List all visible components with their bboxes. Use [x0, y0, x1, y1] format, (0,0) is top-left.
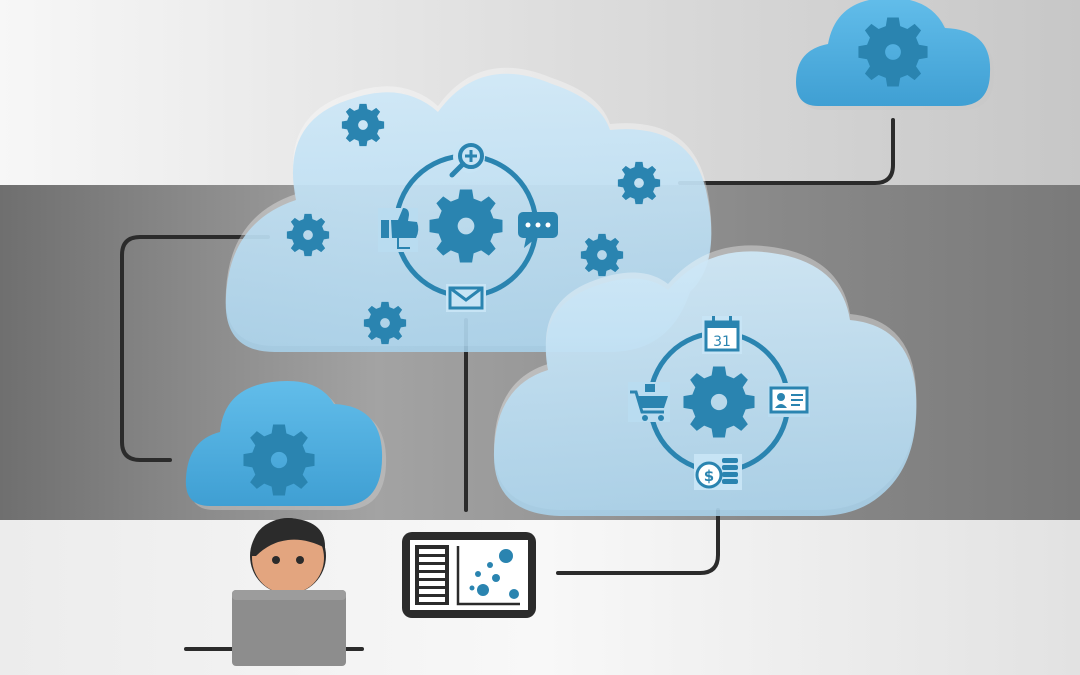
dashboard-tablet [402, 532, 536, 618]
connector-main-to-small-cloud [120, 235, 270, 462]
cloud-main [225, 67, 712, 352]
chat-bubble-icon [518, 212, 558, 248]
connector-right-cloud-to-dashboard [556, 508, 720, 575]
id-card-icon [768, 383, 810, 417]
shopping-cart-icon [628, 382, 670, 422]
calendar-day: 31 [713, 334, 731, 350]
calendar-icon: 31 [702, 316, 742, 354]
scatter-points [469, 549, 519, 599]
envelope-icon [446, 284, 486, 312]
connector-lines [120, 118, 895, 651]
cloud-right: 31 $ [493, 245, 917, 516]
dollar-coins-icon: $ [694, 454, 742, 490]
svg-text:$: $ [704, 467, 714, 485]
user-avatar [250, 518, 326, 594]
connector-main-to-topright-cloud [678, 118, 895, 185]
cloud-small-left [185, 380, 387, 510]
thumbs-up-icon [378, 208, 419, 252]
laptop [232, 590, 346, 666]
cloud-top-right [796, 0, 995, 110]
search-plus-icon [449, 141, 485, 178]
background-band-bottom [0, 520, 1080, 675]
